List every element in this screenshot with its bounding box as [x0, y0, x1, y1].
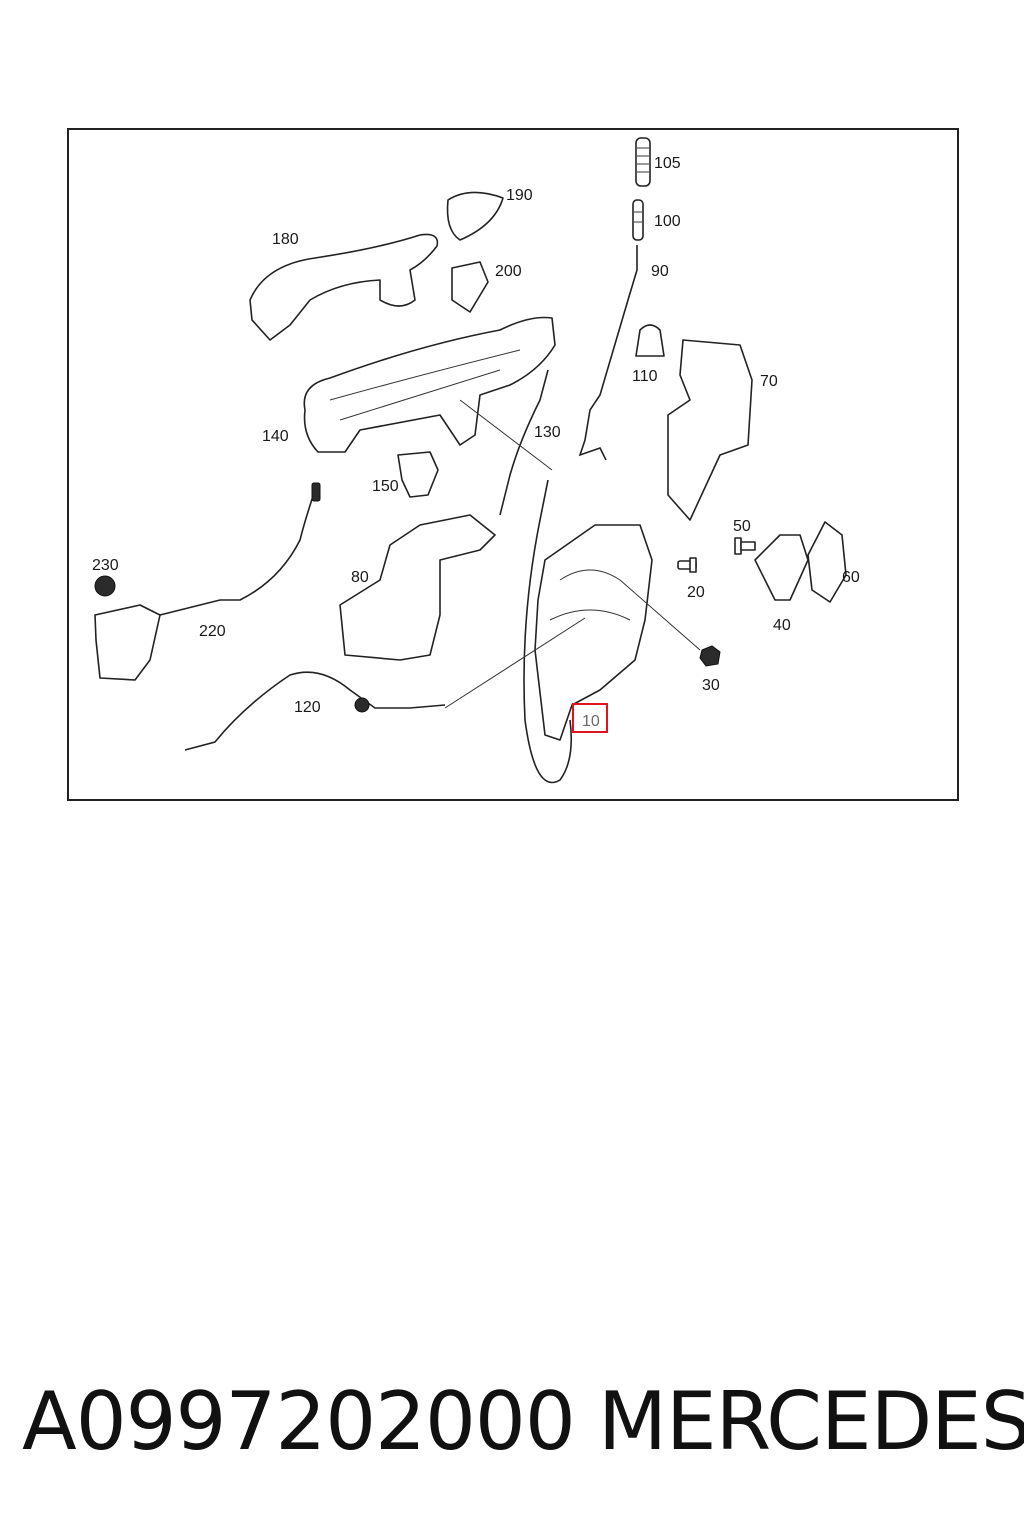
- part-number: A0997202000: [22, 1375, 576, 1468]
- part-70-bracket: [667, 339, 753, 521]
- part-130-cable: [499, 369, 549, 516]
- part-150-lock-cylinder: [397, 451, 439, 498]
- label-105: 105: [654, 155, 681, 172]
- label-80: 80: [351, 569, 369, 586]
- part-220-cable: [159, 489, 316, 616]
- label-220: 220: [199, 623, 226, 640]
- part-120-cable: [184, 671, 446, 751]
- label-60: 60: [842, 569, 860, 586]
- label-140: 140: [262, 428, 289, 445]
- part-190-cap: [446, 191, 504, 241]
- part-100-pin: [632, 199, 644, 241]
- label-120: 120: [294, 699, 321, 716]
- label-130: 130: [534, 424, 561, 441]
- part-90-rod: [578, 245, 638, 461]
- part-40-striker: [754, 534, 809, 601]
- part-20-screw: [677, 557, 697, 573]
- label-90: 90: [651, 263, 669, 280]
- part-80-carrier-plate: [339, 514, 496, 661]
- part-220-actuator: [94, 604, 161, 681]
- label-110: 110: [632, 368, 658, 385]
- highlight-box-10: [572, 703, 608, 733]
- label-70: 70: [760, 373, 778, 390]
- label-50: 50: [733, 518, 751, 535]
- label-40: 40: [773, 617, 791, 634]
- label-30: 30: [702, 677, 720, 694]
- caption-bar: A0997202000 MERCEDES: [0, 1372, 1024, 1482]
- part-200-clip: [451, 261, 489, 313]
- part-180-handle: [249, 233, 439, 341]
- part-230-grommet: [94, 575, 116, 597]
- label-20: 20: [687, 584, 705, 601]
- label-200: 200: [495, 263, 522, 280]
- part-30-bolt: [699, 645, 721, 667]
- label-100: 100: [654, 213, 681, 230]
- label-190: 190: [506, 187, 533, 204]
- exploded-parts-diagram: 105 100 190 180 200 90 110 70 140 130 15…: [67, 128, 959, 801]
- label-10: 10: [582, 713, 600, 730]
- part-60-gasket: [807, 521, 847, 603]
- part-140-handle-carrier: [303, 316, 556, 453]
- label-230: 230: [92, 557, 119, 574]
- part-10-lock-loop: [523, 479, 573, 784]
- part-50-screw: [734, 537, 756, 555]
- label-150: 150: [372, 478, 399, 495]
- brand-name: MERCEDES: [598, 1375, 1024, 1468]
- leader-lines: [444, 399, 701, 709]
- label-180: 180: [272, 231, 299, 248]
- part-110-grommet: [635, 324, 665, 357]
- part-105-bolt: [635, 137, 651, 187]
